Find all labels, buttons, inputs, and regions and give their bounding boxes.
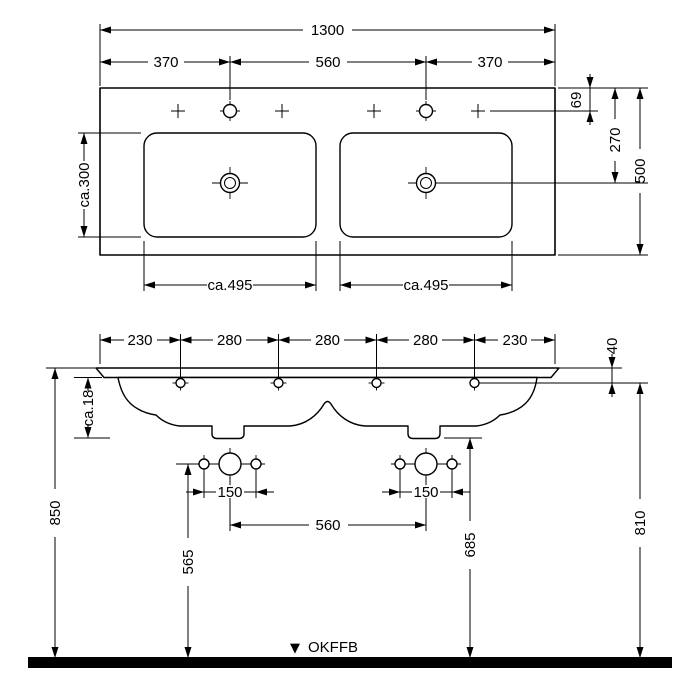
dim-height-trap: 685 xyxy=(462,438,479,658)
basin-body-profile xyxy=(117,376,538,440)
basin-rim-profile xyxy=(95,367,560,379)
dim-rim-height: 40 xyxy=(604,338,621,397)
dim-seg1-label: 230 xyxy=(127,332,152,349)
left-drain xyxy=(212,167,248,199)
dim-right-tap-offset-label: 370 xyxy=(477,54,502,71)
fixing-holes xyxy=(195,448,461,480)
floor-line xyxy=(28,657,672,668)
dim-bowl-depth: ca.300 xyxy=(76,133,93,237)
fixing-hole-large xyxy=(414,452,438,476)
dim-height-trap-label: 685 xyxy=(462,532,479,557)
overflow-hole xyxy=(175,377,186,389)
fixing-hole-small xyxy=(198,458,210,470)
fixing-hole-large xyxy=(218,452,242,476)
datum-label: OKFFB xyxy=(308,639,358,656)
dim-left-tap-offset-label: 370 xyxy=(153,54,178,71)
dim-width-segments: 370 560 370 xyxy=(100,54,555,71)
dim-fixing-pair-right: 150 xyxy=(382,484,470,501)
dim-seg4-label: 280 xyxy=(413,332,438,349)
overflow-holes xyxy=(172,375,480,391)
dim-overall-depth: 500 xyxy=(632,88,649,255)
datum-marker: ▼ OKFFB xyxy=(290,639,358,656)
dim-rim-height-label: 40 xyxy=(604,338,621,355)
dim-overall-depth-label: 500 xyxy=(632,158,649,183)
dim-height-top-edge-label: 850 xyxy=(47,500,64,525)
dim-left-bowl-width: ca.495 xyxy=(144,277,316,294)
dim-right-bowl-width: ca.495 xyxy=(340,277,512,294)
dim-seg3-label: 280 xyxy=(315,332,340,349)
overflow-hole xyxy=(469,377,480,389)
dim-seg5-label: 230 xyxy=(502,332,527,349)
tap-holes xyxy=(171,101,485,121)
dim-height-overflow: 810 xyxy=(632,383,649,658)
dim-height-top-edge: 850 xyxy=(47,368,64,658)
dim-height-overflow-label: 810 xyxy=(632,510,649,535)
dim-hole-spacing-segments: 230 280 280 280 230 xyxy=(100,332,555,349)
dim-tap-hole-offset-label: 69 xyxy=(568,92,585,109)
overflow-hole xyxy=(273,377,284,389)
dim-seg2-label: 280 xyxy=(217,332,242,349)
dim-drain-offset-label: 270 xyxy=(607,127,624,152)
dim-fixing-pair-left: 150 xyxy=(186,484,274,501)
dim-height-fixing-holes: 565 xyxy=(180,464,197,658)
dim-drain-offset: 270 xyxy=(607,88,624,183)
dim-fixing-pair-right-label: 150 xyxy=(413,484,438,501)
dim-bowl-depth-label: ca.300 xyxy=(76,162,93,207)
dim-right-bowl-width-label: ca.495 xyxy=(403,277,448,294)
dim-overall-width-label: 1300 xyxy=(311,22,344,39)
dim-left-bowl-width-label: ca.495 xyxy=(207,277,252,294)
dim-body-height: ca.18 xyxy=(80,377,97,438)
top-view: 1300 370 560 370 ca.300 69 27 xyxy=(76,22,649,294)
dim-overall-width: 1300 xyxy=(100,22,555,39)
right-tap-hole xyxy=(418,103,434,119)
datum-triangle-icon: ▼ xyxy=(290,641,300,656)
overflow-hole xyxy=(371,377,382,389)
dim-fixing-pair-left-label: 150 xyxy=(217,484,242,501)
left-tap-hole xyxy=(222,103,238,119)
tap-hole-cross-marks xyxy=(171,104,485,118)
right-drain xyxy=(415,167,437,199)
front-extension-lines xyxy=(46,334,648,531)
dim-fixing-center-distance: 560 xyxy=(230,517,426,534)
fixing-hole-small xyxy=(446,458,458,470)
dim-fixing-center-distance-label: 560 xyxy=(315,517,340,534)
dim-tap-distance-label: 560 xyxy=(315,54,340,71)
dim-body-height-label: ca.18 xyxy=(80,390,97,427)
fixing-hole-small xyxy=(250,458,262,470)
dim-height-fixing-holes-label: 565 xyxy=(180,549,197,574)
front-view: 230 280 280 280 230 40 ca.18 850 xyxy=(28,332,672,668)
fixing-hole-small xyxy=(394,458,406,470)
dim-tap-hole-offset: 69 xyxy=(568,74,594,125)
